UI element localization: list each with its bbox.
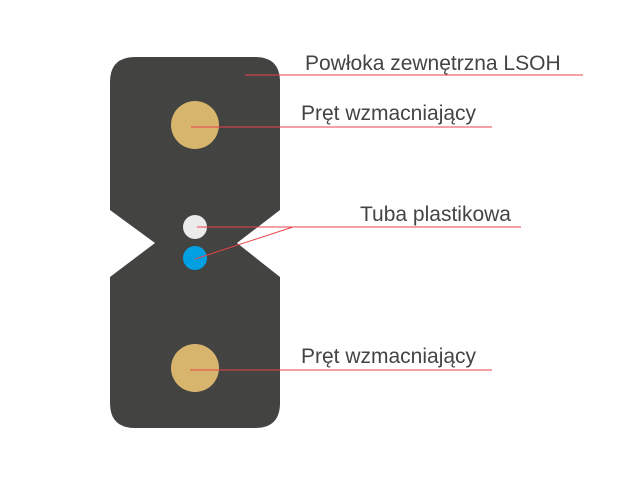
label-strength-member-bottom: Pręt wzmacniający <box>301 345 477 368</box>
label-strength-member-top: Pręt wzmacniający <box>301 102 477 125</box>
label-plastic-tube: Tuba plastikowa <box>360 203 511 226</box>
tube-blue <box>183 246 207 270</box>
tube-white <box>183 215 207 239</box>
leader-line-tube-blue <box>194 226 294 260</box>
label-outer-jacket: Powłoka zewnętrzna LSOH <box>305 52 561 75</box>
strength-member-top <box>171 101 219 149</box>
outer-jacket <box>110 57 280 428</box>
strength-member-bottom <box>171 344 219 392</box>
